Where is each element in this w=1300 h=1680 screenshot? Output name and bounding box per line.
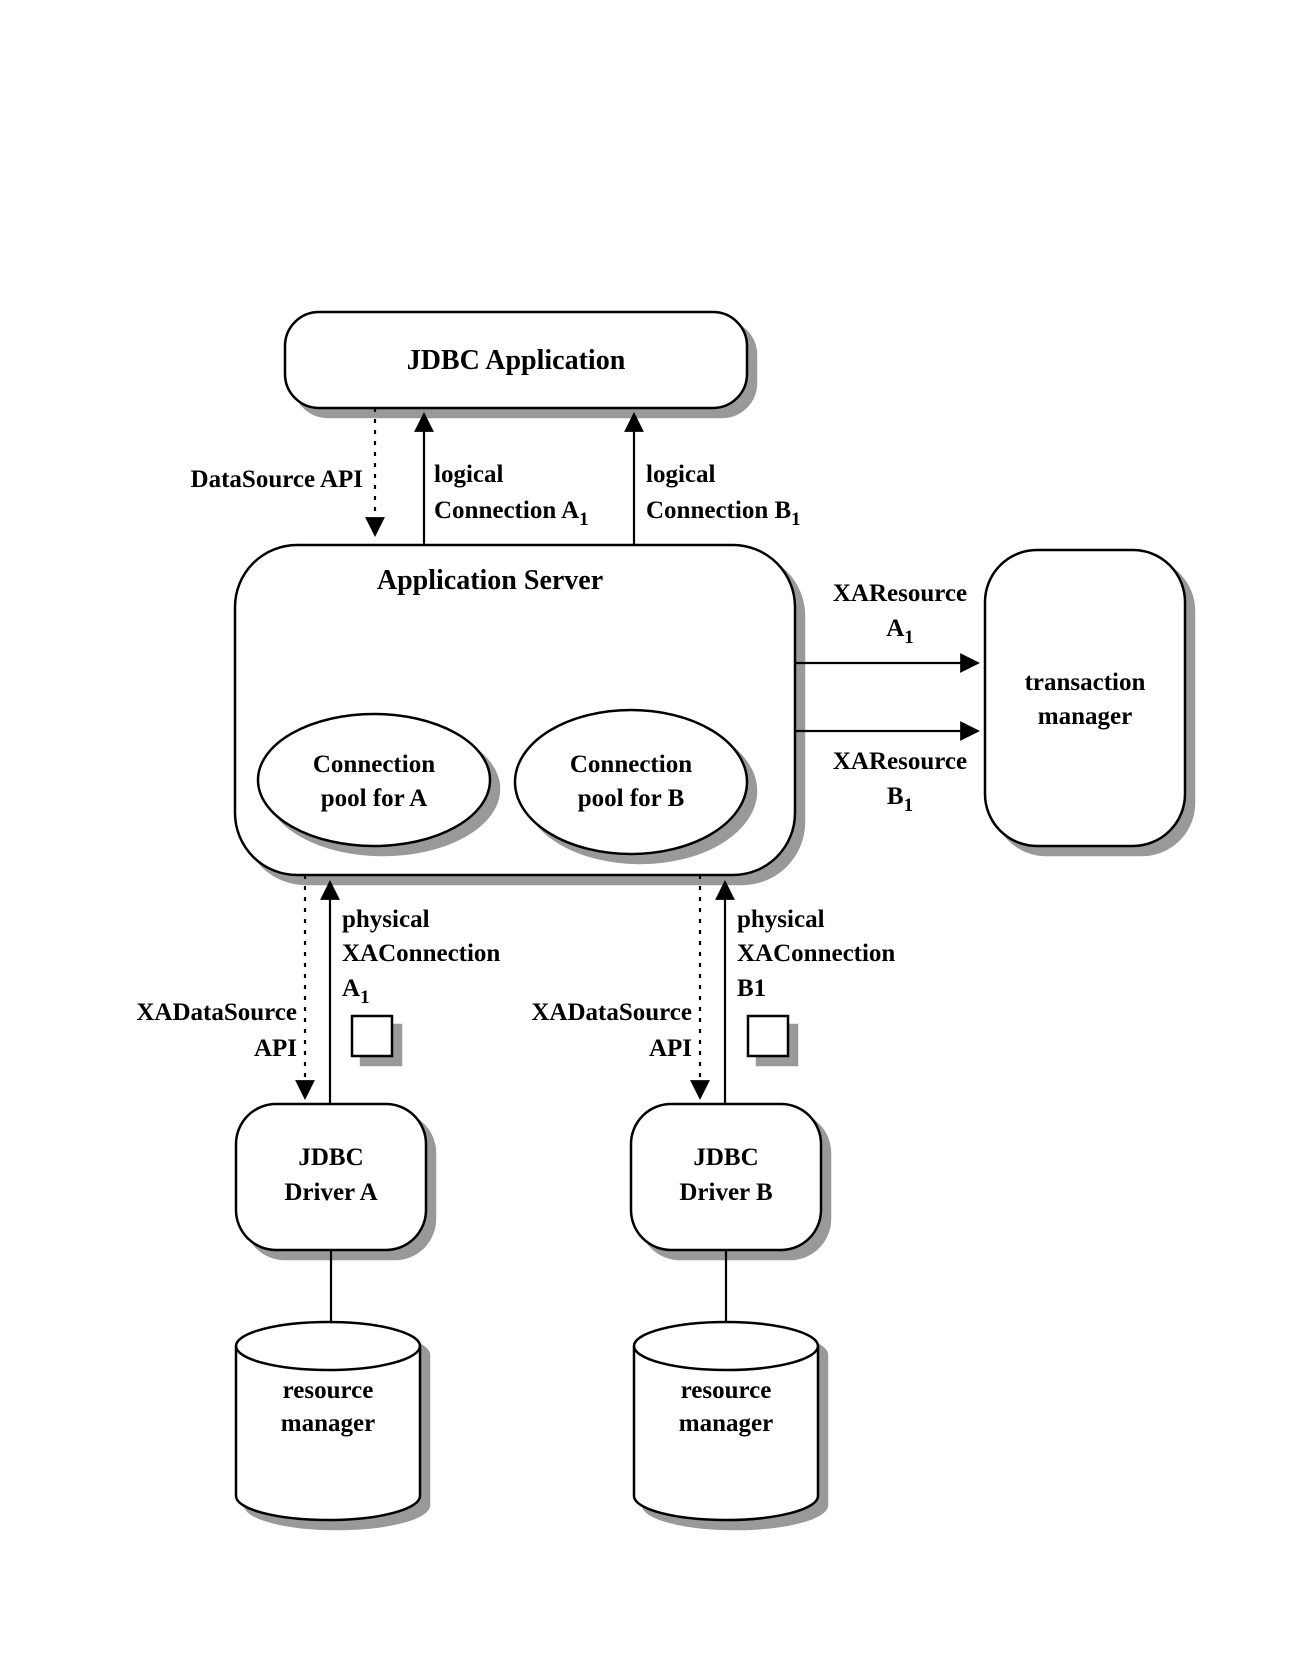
transaction-manager-label-line1: transaction xyxy=(1025,669,1146,696)
physical-xaconnection-b-label-line3: B1 xyxy=(737,975,766,1002)
resource-manager-a-cylinder xyxy=(234,1320,422,1522)
jdbc-application-box xyxy=(283,310,749,410)
connection-pool-a-ellipse xyxy=(256,712,492,848)
datasource-api-label: DataSource API xyxy=(191,466,363,493)
xaresource-a-label-line2: A1 xyxy=(886,615,914,648)
resource-manager-a-label-line1: resource xyxy=(283,1377,374,1404)
physical-xaconnection-b-label-line2: XAConnection xyxy=(737,940,895,967)
connection-pool-b-ellipse xyxy=(513,708,749,856)
xaconnection-b-icon xyxy=(746,1014,790,1058)
resource-manager-a-label-line2: manager xyxy=(281,1410,375,1437)
connection-pool-b-label-line2: pool for B xyxy=(578,785,685,812)
connection-pool-b-label-line1: Connection xyxy=(570,751,692,778)
jdbc-driver-a-label-line1: JDBC xyxy=(298,1144,363,1171)
physical-xaconnection-a-label-line3: A1 xyxy=(342,975,370,1008)
jdbc-driver-a-label-line2: Driver A xyxy=(284,1179,377,1206)
jdbc-driver-a-box xyxy=(234,1102,428,1252)
application-server-node: Application Server Connection pool for A… xyxy=(233,543,797,877)
logical-connection-a-label-line2: Connection A1 xyxy=(434,497,589,530)
connection-pool-a-label-line2: pool for A xyxy=(321,785,428,812)
jdbc-driver-b-label-line1: JDBC xyxy=(693,1144,758,1171)
resource-manager-b-cylinder xyxy=(632,1320,820,1522)
xaresource-a-label-line1: XAResource xyxy=(833,580,967,607)
resource-manager-b-label-line1: resource xyxy=(681,1377,772,1404)
resource-manager-a-node: resource manager xyxy=(234,1320,422,1522)
resource-manager-b-label-line2: manager xyxy=(679,1410,773,1437)
logical-connection-a-label-line1: logical xyxy=(434,461,503,488)
jdbc-application-label: JDBC Application xyxy=(407,345,626,376)
transaction-manager-node: transaction manager xyxy=(983,548,1187,848)
application-server-label: Application Server xyxy=(377,565,603,596)
physical-xaconnection-a-label-line2: XAConnection xyxy=(342,940,500,967)
resource-manager-a-cylinder-top xyxy=(234,1345,422,1372)
logical-connection-b-label-line1: logical xyxy=(646,461,715,488)
jdbc-driver-b-node: JDBC Driver B xyxy=(629,1102,823,1252)
resource-manager-b-cylinder-top xyxy=(632,1345,820,1372)
jdbc-application-node: JDBC Application xyxy=(283,310,749,410)
logical-connection-b-label-line2: Connection B1 xyxy=(646,497,801,530)
connection-pool-a-label-line1: Connection xyxy=(313,751,435,778)
physical-xaconnection-a-label-line1: physical xyxy=(342,906,430,933)
xaresource-b-label-line2: B1 xyxy=(887,783,913,816)
xaresource-b-label-line1: XAResource xyxy=(833,748,967,775)
xadatasource-api-a-label-line2: API xyxy=(254,1035,297,1062)
jdbc-driver-b-label-line2: Driver B xyxy=(679,1179,772,1206)
xadatasource-api-b-label-line2: API xyxy=(649,1035,692,1062)
xadatasource-api-a-label-line1: XADataSource xyxy=(136,999,297,1026)
transaction-manager-label-line2: manager xyxy=(1038,703,1132,730)
transaction-manager-box xyxy=(983,548,1187,848)
jdbc-driver-a-node: JDBC Driver A xyxy=(234,1102,428,1252)
jdbc-driver-b-box xyxy=(629,1102,823,1252)
xaconnection-a-icon xyxy=(350,1014,394,1058)
resource-manager-b-node: resource manager xyxy=(632,1320,820,1522)
xadatasource-api-b-label-line1: XADataSource xyxy=(531,999,692,1026)
physical-xaconnection-b-label-line1: physical xyxy=(737,906,825,933)
